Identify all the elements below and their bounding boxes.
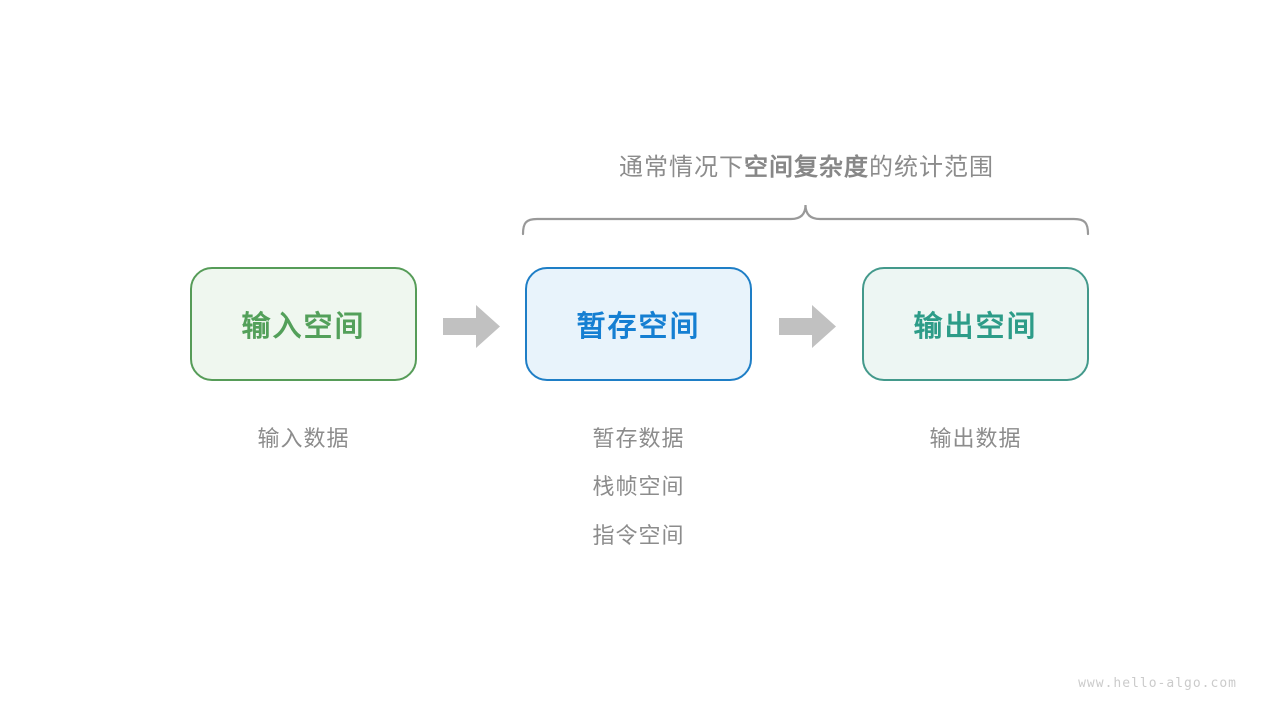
box-input-space-label: 输入空间 [241, 311, 366, 343]
note-temp-data: 暂存数据 [592, 426, 685, 451]
box-temporary-space-label: 暂存空间 [576, 311, 701, 343]
watermark: www.hello-algo.com [1078, 676, 1237, 691]
box-output-space-label: 输出空间 [913, 311, 1038, 343]
scope-title: 通常情况下空间复杂度的统计范围 [493, 147, 1120, 182]
box-temporary-space: 暂存空间 [525, 267, 752, 381]
note-output-data: 输出数据 [929, 426, 1022, 451]
box-output-space: 输出空间 [862, 267, 1089, 381]
scope-title-prefix: 通常情况下 [619, 154, 744, 181]
arrow-right-icon [443, 305, 500, 348]
brace-icon [521, 204, 1090, 236]
arrow-right-icon [779, 305, 836, 348]
scope-title-bold: 空间复杂度 [744, 154, 869, 181]
scope-title-suffix: 的统计范围 [869, 154, 994, 181]
box-input-space: 输入空间 [190, 267, 417, 381]
note-stack-frame-space: 栈帧空间 [592, 474, 685, 499]
note-instruction-space: 指令空间 [592, 523, 685, 548]
note-input-data: 输入数据 [257, 426, 350, 451]
